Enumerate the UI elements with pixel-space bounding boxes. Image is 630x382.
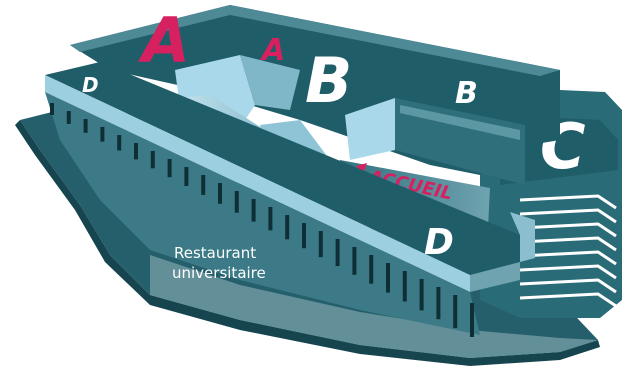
column	[150, 151, 155, 169]
column	[234, 191, 239, 213]
building-a[interactable]: A A	[137, 4, 285, 77]
accueil-arrow-icon	[356, 163, 367, 174]
column	[285, 215, 290, 240]
column	[436, 287, 441, 320]
building-b-label-small: B	[455, 76, 478, 111]
building-a-label-large: A	[137, 4, 190, 77]
restaurant-label-line1: Restaurant	[174, 244, 256, 262]
column	[268, 207, 273, 231]
column	[470, 303, 474, 337]
building-b-label-large: B	[305, 44, 352, 117]
restaurant-label-line2: universitaire	[172, 264, 266, 282]
column	[419, 279, 424, 311]
column	[302, 223, 306, 249]
building-b[interactable]: B B	[305, 44, 478, 117]
building-a-label-small: A	[260, 33, 285, 68]
column	[369, 255, 374, 284]
column	[117, 135, 122, 151]
column	[251, 199, 256, 222]
column	[184, 167, 189, 186]
column	[218, 183, 222, 204]
building-d-label-left: D	[82, 73, 99, 97]
column	[167, 159, 172, 178]
column	[134, 143, 138, 160]
building-c-floors	[519, 194, 617, 308]
column	[50, 103, 54, 115]
column	[100, 127, 105, 142]
column	[402, 271, 407, 302]
column	[66, 111, 71, 124]
column	[201, 175, 206, 195]
column	[352, 247, 357, 275]
building-d-label-right: D	[424, 222, 454, 263]
building-d-columns	[50, 103, 474, 337]
column	[335, 239, 340, 266]
column	[318, 231, 323, 258]
column	[386, 263, 390, 293]
column	[83, 119, 88, 133]
column	[453, 295, 458, 329]
restaurant-universitaire[interactable]: Restaurant universitaire	[172, 244, 266, 282]
